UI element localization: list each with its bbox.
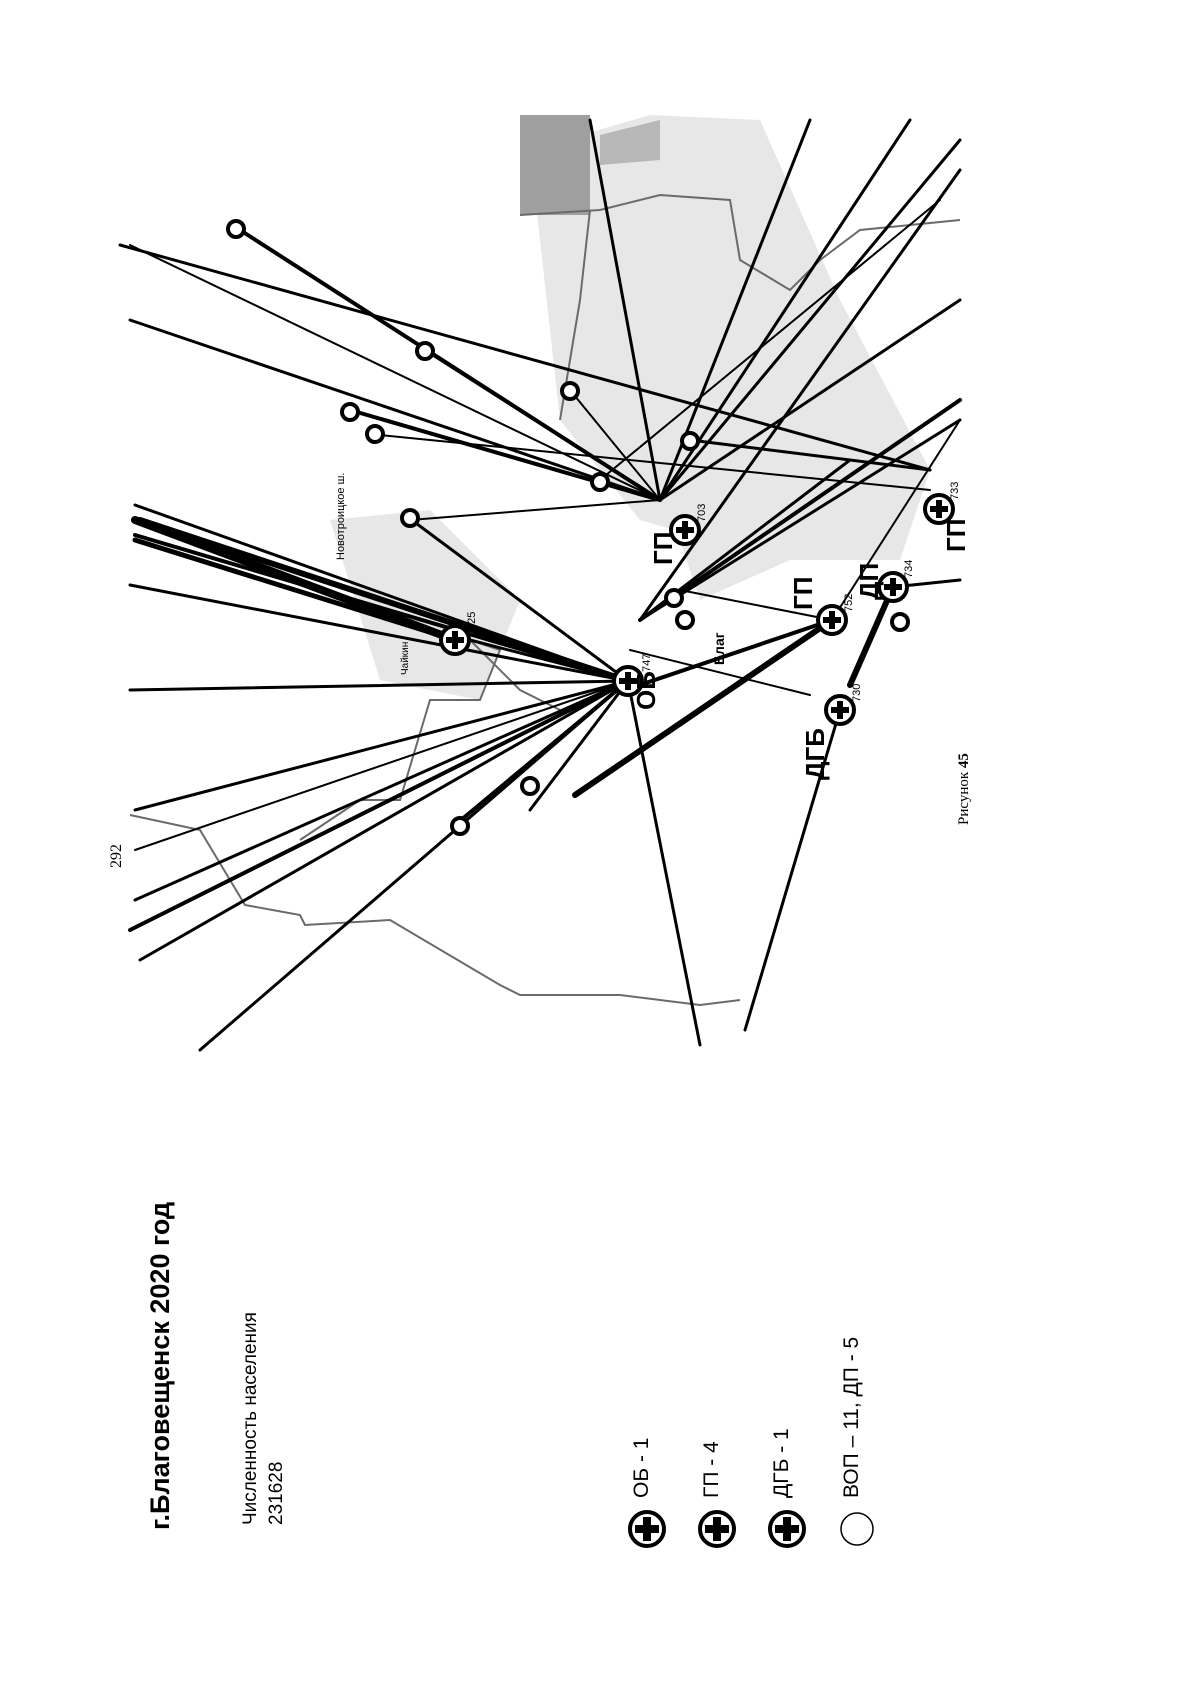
page-number: 292 [108, 844, 125, 868]
hospital-marker-733 [923, 493, 955, 525]
facility-code-label: 734 [903, 560, 915, 578]
street-label: Новотроицкое ш. [335, 473, 347, 560]
legend-label: ОБ - 1 [630, 1437, 653, 1498]
street-label: Чайкин [400, 642, 411, 675]
legend-label: ВОП – 11, ДП - 5 [840, 1336, 863, 1498]
facility-type-label: ГП [788, 577, 818, 610]
hospital-marker-752 [816, 604, 848, 636]
hospital-cross-icon [768, 1510, 806, 1548]
hospital-marker-703 [669, 514, 701, 546]
legend-label: ГП - 4 [700, 1441, 723, 1498]
facility-type-label: ГП [941, 519, 971, 552]
map-labels: ОБ 747 725 ГП 703 ГП 752 ДП 734 ГП 733 Д… [335, 473, 971, 780]
facility-code-label: 733 [949, 482, 961, 500]
hospital-markers [439, 493, 955, 726]
facility-type-label: ОБ [631, 671, 661, 710]
legend-label: ДГБ - 1 [770, 1428, 793, 1498]
figure-caption-prefix: Рисунок [956, 771, 972, 825]
facility-code-label: 752 [843, 594, 855, 612]
street-label: Благ [711, 632, 727, 665]
population-block: Численность населения 231628 [238, 1312, 290, 1525]
hospital-cross-icon [698, 1510, 736, 1548]
figure-caption-number: 45 [956, 753, 972, 769]
figure-caption: Рисунок 45 [956, 753, 973, 825]
hospital-marker-725 [439, 624, 471, 656]
facility-type-label: ДГБ [800, 728, 830, 780]
population-label: Численность населения [240, 1312, 261, 1525]
facility-type-label: ДП [854, 563, 884, 600]
facility-code-label: 703 [696, 504, 708, 522]
page-title: г.Благовещенск 2020 год [145, 1201, 175, 1530]
facility-code-label: 730 [851, 684, 863, 702]
facility-type-label: ГП [648, 532, 678, 565]
facility-code-label: 725 [466, 612, 478, 630]
hospital-marker-734 [877, 571, 909, 603]
built-area-shading [330, 115, 930, 700]
hospital-marker-730 [824, 694, 856, 726]
connection-lines [118, 118, 962, 1052]
hospital-cross-icon [628, 1510, 666, 1548]
hospital-marker-747 [612, 665, 644, 697]
empty-circle-icon [840, 1512, 874, 1546]
facility-code-label: 747 [641, 654, 653, 672]
population-value: 231628 [266, 1461, 287, 1525]
small-clinic-markers [226, 219, 910, 836]
